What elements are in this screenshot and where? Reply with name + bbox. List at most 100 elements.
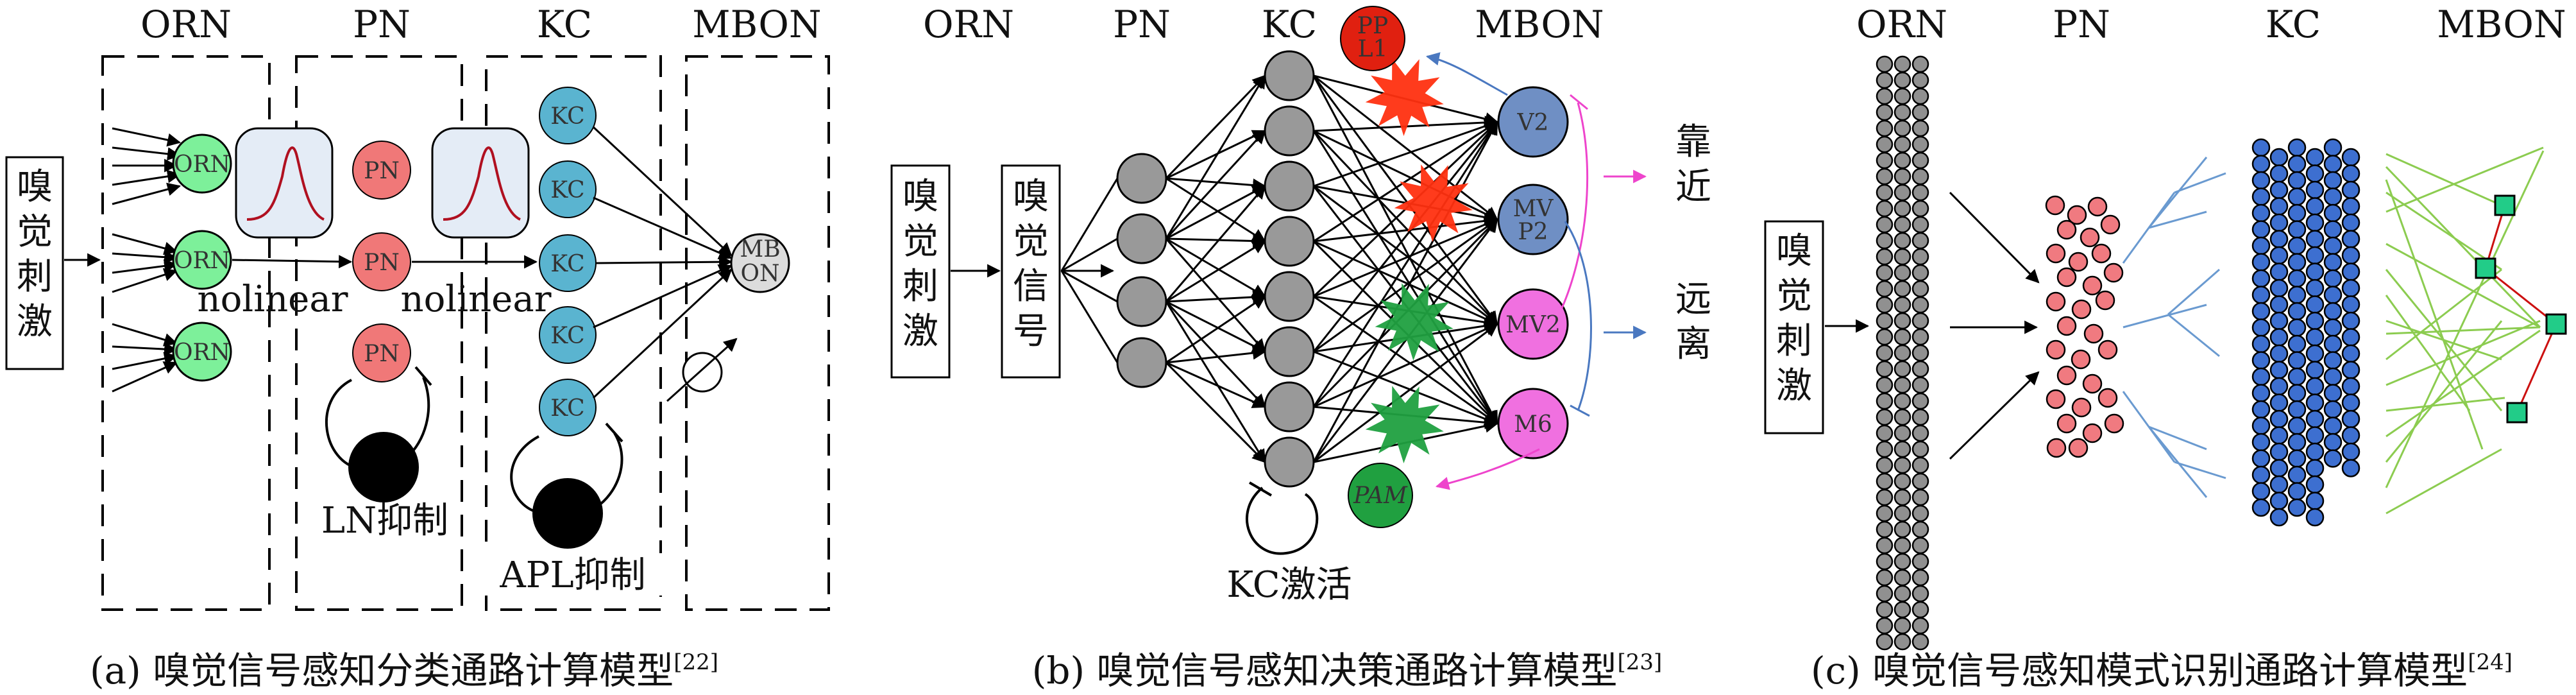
orn-cell [1894, 167, 1911, 185]
avoid-label: 远 [1675, 279, 1711, 320]
approach-label: 近 [1675, 166, 1711, 208]
kc-cell [2305, 311, 2325, 330]
signal-box [1001, 164, 1061, 379]
pn-to-kc-edge [1165, 300, 1266, 408]
kc-node [1264, 216, 1315, 267]
kc-to-mbon-edge [1313, 74, 1498, 221]
kc-cell [2341, 459, 2360, 477]
kc-cell [2287, 318, 2307, 337]
layer-boxes [101, 55, 830, 611]
kc-cell [2287, 187, 2307, 206]
mbon-node [2494, 194, 2516, 216]
pn-cell [2071, 397, 2092, 418]
kc-to-mbon-edge [1313, 214, 1499, 243]
orn-cell [1876, 392, 1894, 410]
pn-cell [2097, 339, 2118, 360]
orn-cell [1894, 151, 1911, 169]
kc-cell [2269, 442, 2289, 461]
caption-a: (a) 嗅觉信号感知分类通路计算模型[22] [90, 649, 718, 692]
orn-cell [1911, 520, 1929, 538]
orn-cell [1911, 536, 1929, 554]
orn-cell [1911, 328, 1929, 346]
kc-cell [2305, 409, 2325, 429]
orn-cell [1876, 569, 1894, 587]
kc-cell [2323, 138, 2343, 157]
orn-cell [1911, 296, 1929, 314]
pn-cell [2067, 205, 2087, 225]
kc-cell [2251, 171, 2271, 190]
orn-cell [1911, 408, 1929, 426]
kc-cell [2287, 449, 2307, 468]
kc-cell [2251, 302, 2271, 321]
kc-cell [2287, 302, 2307, 321]
pn-to-kc-edge [1165, 301, 1266, 463]
orn-cell [1911, 71, 1929, 89]
orn-cell [1894, 520, 1911, 538]
kc-node-label: KC [550, 323, 584, 349]
orn-cell [1911, 248, 1929, 266]
kc-node [1264, 326, 1315, 377]
nonlinear-box-1 [235, 127, 334, 239]
orn-cell [1911, 216, 1929, 234]
orn-cell [1876, 135, 1894, 153]
orn-cell [1911, 167, 1929, 185]
kc-cell [2305, 508, 2325, 527]
kc-cell [2269, 459, 2289, 477]
stimulus-char: 嗅 [1776, 230, 1812, 272]
kc-cell [2287, 400, 2307, 419]
kc-cell [2269, 475, 2289, 494]
kc-cell [2341, 426, 2360, 445]
kc-cell [2269, 164, 2289, 183]
orn-cell [1876, 55, 1894, 73]
kc-cell [2305, 230, 2325, 248]
kc-cell [2251, 187, 2271, 206]
ln-label: LN抑制 [321, 500, 448, 542]
mbon-node [1497, 184, 1569, 255]
pn-to-kc-edge [1165, 300, 1266, 353]
orn-cell [1911, 280, 1929, 298]
kc-to-mbon-edge [1313, 130, 1498, 221]
pn-nodes: PN PN PN [352, 141, 411, 382]
pn-cell [2046, 438, 2067, 458]
kc-cell [2305, 262, 2325, 281]
orn-cell [1894, 135, 1911, 153]
orn-cell [1911, 344, 1929, 362]
orn-cell [1894, 553, 1911, 571]
kc-node-label: KC [550, 177, 584, 203]
kc-cell [2269, 344, 2289, 363]
caption-b: (b) 嗅觉信号感知决策通路计算模型[23] [1032, 649, 1663, 692]
dopamine-star [1365, 386, 1444, 463]
kc-cell [2287, 433, 2307, 452]
pn-cell [2056, 413, 2077, 434]
kc-cell [2269, 361, 2289, 379]
kc-cell [2305, 393, 2325, 412]
kc-cell [2323, 236, 2343, 255]
orn-cell [1911, 135, 1929, 153]
kc-cell [2251, 334, 2271, 354]
orn-to-pn-arrow [1949, 191, 2040, 284]
mbon-node-label: M6 [1514, 411, 1552, 438]
orn-cell [1894, 569, 1911, 587]
nonlinear-curve-1 [246, 146, 325, 221]
orn-cell [1894, 55, 1911, 73]
panel-b-pn-nodes [1116, 153, 1167, 388]
pn-node [1116, 276, 1167, 327]
ln-inhibit-bar [414, 366, 432, 386]
orn-cell [1911, 585, 1929, 603]
orn-cell [1876, 71, 1894, 89]
orn-cell [1894, 376, 1911, 394]
orn-cell [1876, 617, 1894, 635]
kc-cell [2287, 138, 2307, 157]
kc-cell [2269, 328, 2289, 347]
pn-cell [2071, 349, 2091, 370]
pn-cell [2046, 291, 2066, 312]
pn-to-kc-edge [1165, 234, 1267, 248]
orn-cell [1911, 376, 1929, 394]
panel-b-dopamine-stars [1365, 58, 1473, 463]
mvp2-avoid-curve [1564, 221, 1592, 411]
orn-cell [1894, 456, 1911, 474]
kc-to-mbon-edge [1313, 240, 1498, 325]
pn-to-kc-edge [1165, 237, 1266, 298]
apl-label-bg [484, 553, 667, 596]
